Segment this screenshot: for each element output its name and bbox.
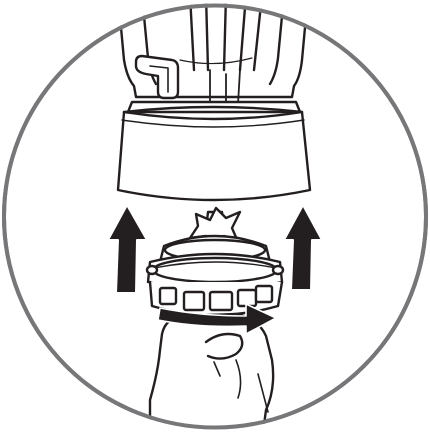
hand-icon — [150, 314, 273, 433]
locking-ring-icon — [147, 254, 283, 315]
